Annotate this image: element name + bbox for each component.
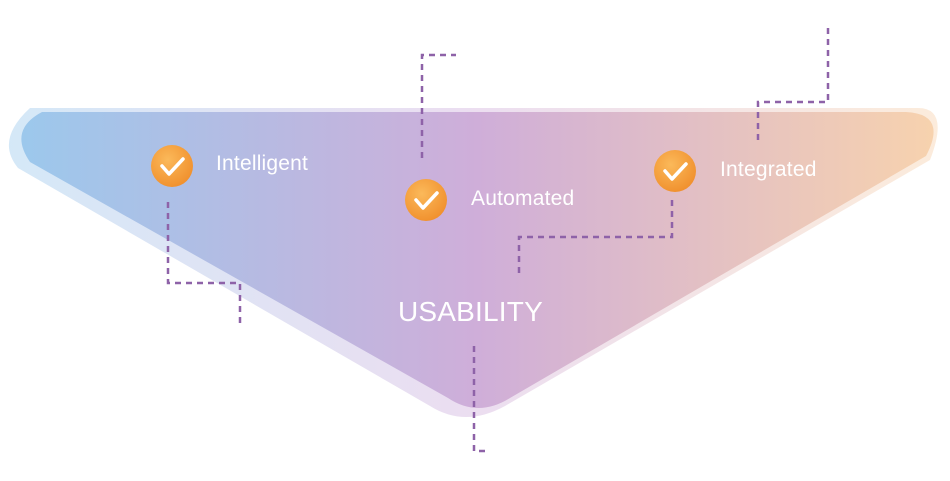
check-circle-icon [654, 150, 696, 192]
funnel-shape [21, 112, 934, 408]
check-circle-icon [151, 145, 193, 187]
connector-lines [166, 28, 830, 453]
label-integrated: Integrated [720, 158, 817, 181]
connector-integrated-bottom [517, 200, 674, 278]
center-label-usability: USABILITY [398, 296, 543, 327]
label-intelligent: Intelligent [216, 152, 309, 175]
connector-integrated-top [756, 28, 830, 140]
label-automated: Automated [471, 187, 575, 210]
connector-usability [472, 346, 490, 453]
connector-automated [420, 53, 456, 158]
check-circle-icon [405, 179, 447, 221]
